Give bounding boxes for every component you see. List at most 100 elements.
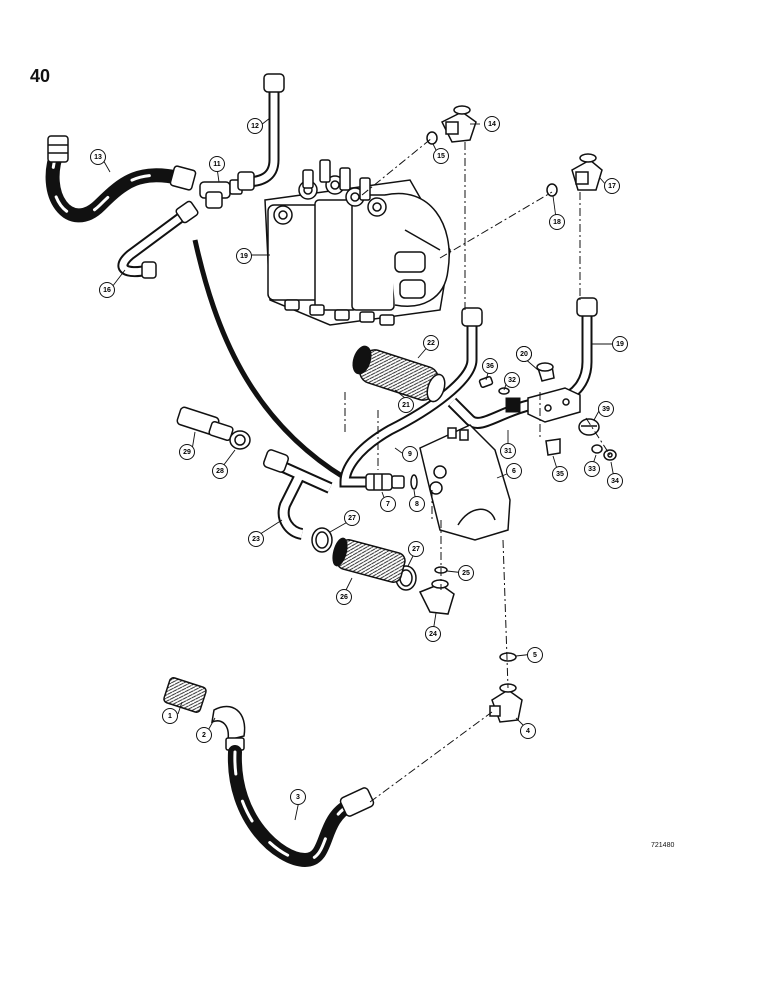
callout-number: 27: [412, 546, 420, 553]
callout-c22: 22: [423, 335, 439, 351]
callout-c15: 15: [433, 148, 449, 164]
tube-12: [237, 73, 285, 191]
o-ring-18: [546, 183, 558, 197]
callout-c21: 21: [398, 397, 414, 413]
callout-circle: [527, 647, 543, 663]
callout-circle: [482, 358, 498, 374]
filter-element-22: [352, 345, 446, 403]
callout-number: 36: [486, 363, 494, 370]
callout-circle: [408, 541, 424, 557]
callout-c27b: 27: [408, 541, 424, 557]
callout-number: 25: [462, 570, 470, 577]
callout-c33: 33: [584, 461, 600, 477]
hose-3: [227, 745, 357, 868]
elbow-fitting-24: [418, 579, 455, 615]
callout-c13: 13: [90, 149, 106, 165]
callout-c6: 6: [506, 463, 522, 479]
callout-c3: 3: [290, 789, 306, 805]
elbow-fitting-17: [571, 153, 603, 191]
manifold-block: [527, 387, 581, 423]
callout-circle: [423, 335, 439, 351]
callout-circle: [604, 178, 620, 194]
callout-c39: 39: [598, 401, 614, 417]
callout-circle: [179, 444, 195, 460]
pilot-hose: [192, 239, 347, 481]
callout-c23: 23: [248, 531, 264, 547]
elbow-fitting-14: [440, 105, 477, 143]
callout-number: 21: [402, 402, 410, 409]
tube-9: [339, 307, 483, 488]
callout-number: 23: [252, 536, 260, 543]
callout-number: 35: [556, 471, 564, 478]
callout-number: 3: [296, 794, 300, 801]
plug-35: [545, 438, 561, 456]
callout-c16: 16: [99, 282, 115, 298]
callout-c17: 17: [604, 178, 620, 194]
callout-c1: 1: [162, 708, 178, 724]
callout-number: 17: [608, 183, 616, 190]
o-ring-5: [499, 652, 517, 662]
elbow-fitting-2: [211, 705, 246, 751]
callout-c25: 25: [458, 565, 474, 581]
callout-c8: 8: [409, 496, 425, 512]
callout-number: 5: [533, 652, 537, 659]
callout-circle: [584, 461, 600, 477]
callout-circle: [248, 531, 264, 547]
callout-number: 32: [508, 377, 516, 384]
callout-number: 33: [588, 466, 596, 473]
callout-circle: [549, 214, 565, 230]
callout-c19: 19: [236, 248, 252, 264]
callout-c26: 26: [336, 589, 352, 605]
callout-number: 19: [616, 341, 624, 348]
cap-30: [536, 362, 555, 382]
pump-housing-6: [419, 424, 511, 541]
callout-number: 20: [520, 351, 528, 358]
callout-c24: 24: [425, 626, 441, 642]
callout-c20: 20: [516, 346, 532, 362]
callout-circle: [402, 446, 418, 462]
callout-number: 1: [168, 713, 172, 720]
callout-circle: [484, 116, 500, 132]
callout-circle: [290, 789, 306, 805]
tee-fitting-11: [199, 179, 243, 209]
adapter-fitting-7: [365, 473, 405, 491]
callout-c29: 29: [179, 444, 195, 460]
hose-3-fitting: [339, 787, 375, 817]
callout-c31: 31: [500, 443, 516, 459]
callout-number: 15: [437, 153, 445, 160]
callout-circle: [212, 463, 228, 479]
control-valve-bank: [264, 159, 451, 326]
coupler-fitting-1: [163, 677, 207, 713]
callout-number: 19: [240, 253, 248, 260]
alignment-lines: [344, 137, 611, 803]
callout-number: 13: [94, 154, 102, 161]
o-ring-15: [426, 131, 438, 145]
callout-circle: [425, 626, 441, 642]
callout-number: 14: [488, 121, 496, 128]
page-number: 40: [30, 66, 51, 86]
callout-number: 8: [415, 501, 419, 508]
tube-19: [557, 297, 598, 406]
callout-number: 4: [526, 728, 530, 735]
plug-36: [578, 418, 600, 436]
callout-c4: 4: [520, 723, 536, 739]
callout-circle: [598, 401, 614, 417]
callout-circle: [433, 148, 449, 164]
drawing-code: 721480: [651, 842, 675, 849]
callout-circle: [398, 397, 414, 413]
callout-circle: [99, 282, 115, 298]
elbow-fitting-4: [489, 683, 523, 723]
callout-circle: [520, 723, 536, 739]
callout-c36: 36: [482, 358, 498, 374]
seal-33: [591, 444, 603, 454]
callout-circle: [336, 589, 352, 605]
callout-number: 31: [504, 448, 512, 455]
tube-16: [117, 200, 199, 279]
o-ring-8: [410, 474, 418, 490]
tube-23: [262, 449, 333, 540]
callout-circle: [500, 443, 516, 459]
callout-c28: 28: [212, 463, 228, 479]
tube-31: [447, 397, 532, 429]
callout-number: 7: [386, 501, 390, 508]
